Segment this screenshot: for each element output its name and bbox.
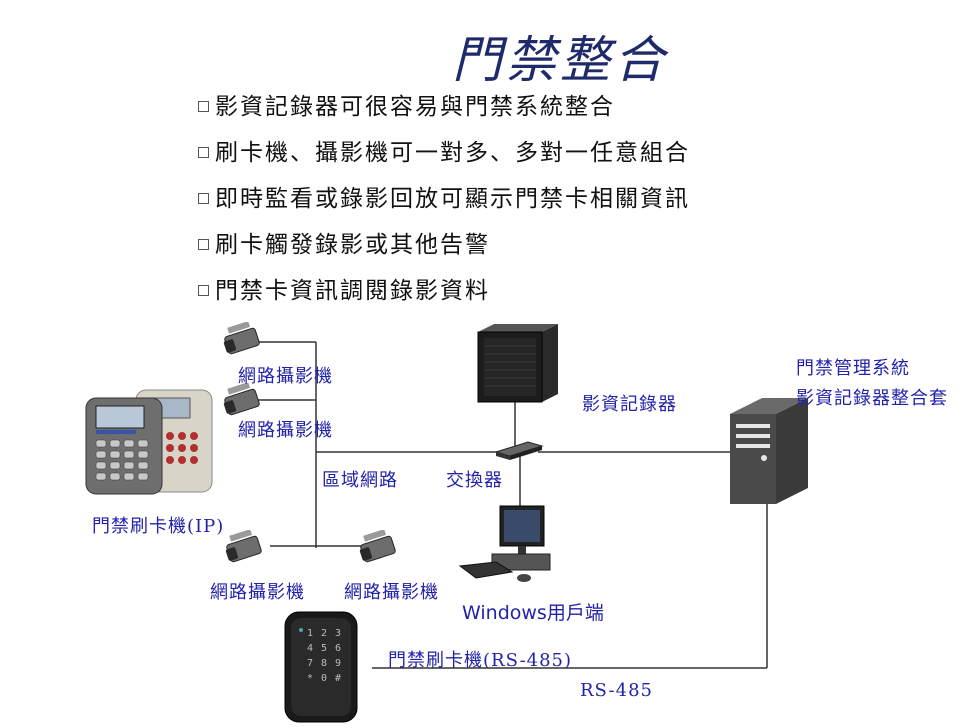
bullet-item: 門禁卡資訊調閱錄影資料	[198, 274, 690, 320]
windows-client-label: Windows用戶端	[462, 602, 604, 624]
feature-list: 影資記錄器可很容易與門禁系統整合 刷卡機、攝影機可一對多、多對一任意組合 即時監…	[198, 90, 690, 320]
bullet-square-icon	[198, 238, 209, 250]
mgmt-label-line1: 門禁管理系統	[796, 358, 910, 379]
keypad-key: 9	[334, 658, 342, 669]
keypad-key: 7	[306, 658, 314, 669]
keypad-key: 2	[320, 628, 328, 639]
card-reader-rs485-icon	[284, 611, 358, 723]
keypad-key: *	[306, 673, 314, 684]
camera4-label: 網路攝影機	[344, 582, 439, 603]
bullet-square-icon	[198, 100, 209, 112]
keypad-key: 1	[306, 628, 314, 639]
keypad-key: 3	[334, 628, 342, 639]
camera-icon	[359, 530, 396, 563]
camera-icon	[223, 383, 260, 416]
card-reader-rs485-label: 門禁刷卡機(RS-485)	[388, 650, 573, 671]
switch-label: 交換器	[446, 470, 503, 491]
camera-icon	[223, 322, 260, 355]
bullet-square-icon	[198, 284, 209, 296]
keypad-key: 6	[334, 643, 342, 654]
card-reader-ip-icon	[85, 389, 213, 495]
keypad-key: 5	[320, 643, 328, 654]
page-title: 門禁整合	[452, 31, 668, 89]
camera1-label: 網路攝影機	[238, 366, 333, 387]
bullet-item: 刷卡觸發錄影或其他告警	[198, 228, 690, 274]
bullet-item: 影資記錄器可很容易與門禁系統整合	[198, 90, 690, 136]
recorder-icon	[477, 324, 558, 403]
bullet-item: 即時監看或錄影回放可顯示門禁卡相關資訊	[198, 182, 690, 228]
camera2-label: 網路攝影機	[238, 420, 333, 441]
keypad: 1 2 3 4 5 6 7 8 9 * 0 #	[303, 628, 347, 684]
recorder-label: 影資記錄器	[582, 394, 677, 415]
keypad-key: #	[334, 673, 342, 684]
keypad-key: 0	[320, 673, 328, 684]
rs485-label: RS-485	[580, 680, 653, 701]
server-icon	[730, 398, 808, 504]
keypad-key: 4	[306, 643, 314, 654]
switch-icon	[494, 441, 544, 460]
card-reader-ip-label: 門禁刷卡機(IP)	[92, 516, 225, 537]
mgmt-label-line2: 影資記錄器整合套	[796, 388, 948, 409]
bullet-item: 刷卡機、攝影機可一對多、多對一任意組合	[198, 136, 690, 182]
client-pc-icon	[458, 505, 551, 582]
bullet-square-icon	[198, 146, 209, 158]
keypad-key: 8	[320, 658, 328, 669]
bullet-square-icon	[198, 192, 209, 204]
lan-label: 區域網路	[322, 470, 398, 491]
camera-icon	[225, 530, 262, 563]
camera3-label: 網路攝影機	[210, 582, 305, 603]
